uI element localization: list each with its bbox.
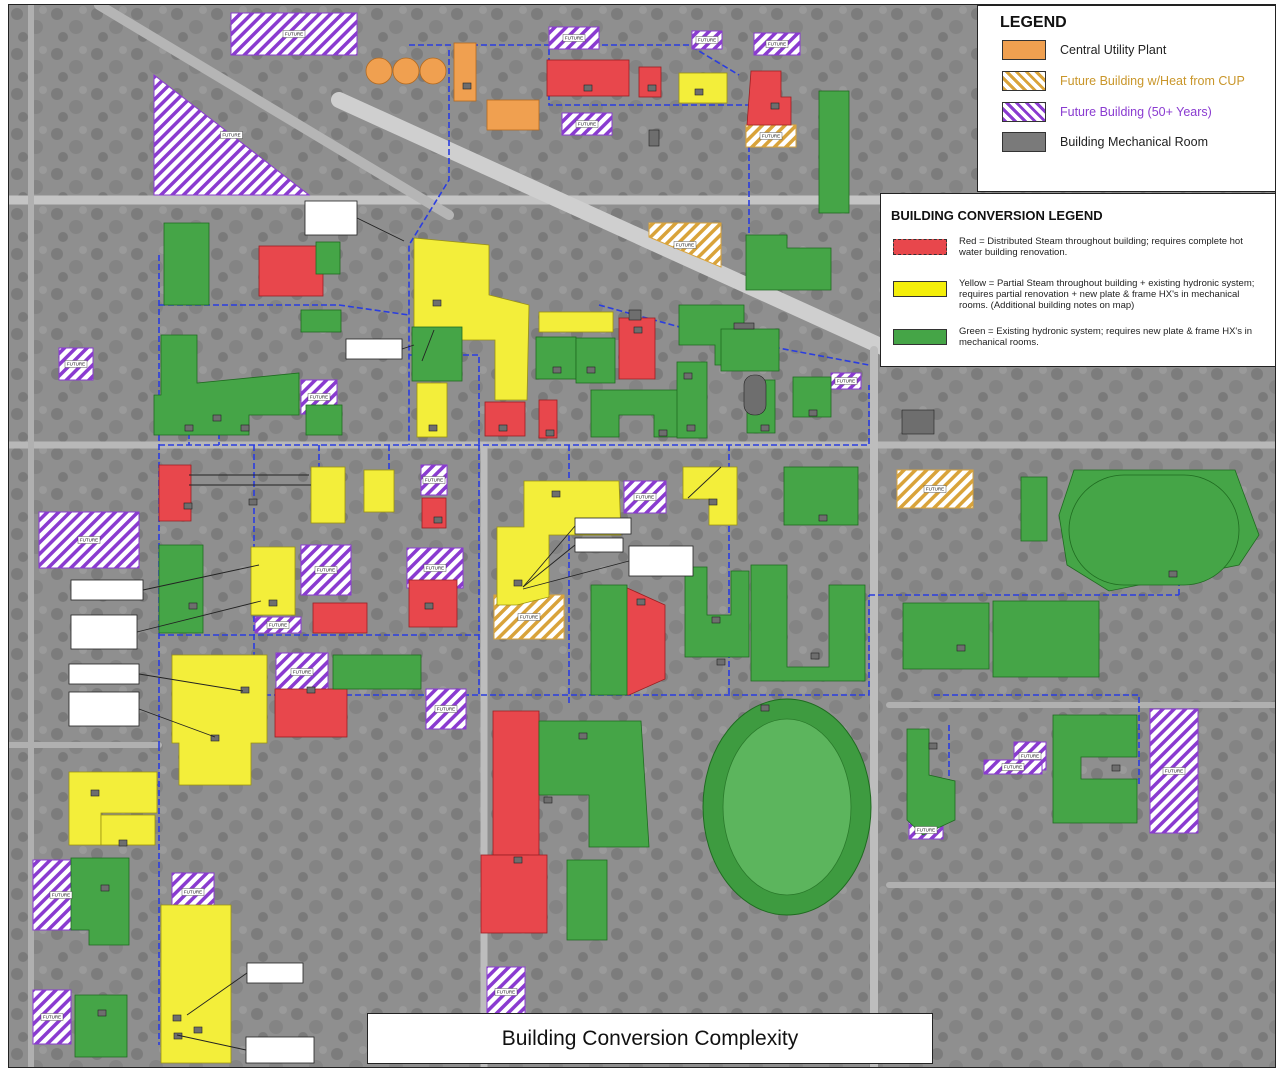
future-tag-label: FUTURE — [425, 478, 443, 483]
legend-item-mechanical-room: Building Mechanical Room — [1002, 132, 1208, 152]
conversion-label: Red = Distributed Steam throughout build… — [959, 236, 1243, 258]
conversion-item-green: Green = Existing hydronic system; requir… — [893, 326, 1267, 348]
future-tag-label: FUTURE — [578, 122, 596, 127]
future-tag-label: FUTURE — [1004, 765, 1022, 770]
future-tag-label: FUTURE — [184, 890, 202, 895]
future-tag-label: FUTURE — [52, 893, 70, 898]
future-tag — [1018, 752, 1042, 760]
future-tag — [307, 393, 331, 401]
future-tag-label: FUTURE — [636, 495, 654, 500]
future-tag — [914, 826, 938, 834]
callout-notes — [68, 200, 694, 1064]
future-tag — [49, 891, 73, 899]
knight-arena-base — [1068, 474, 1240, 586]
future-tag — [517, 613, 541, 621]
conversion-item-red: Red = Distributed Steam throughout build… — [893, 236, 1267, 258]
future-tag-label: FUTURE — [43, 1015, 61, 1020]
conversion-legend-title: BUILDING CONVERSION LEGEND — [891, 208, 1103, 223]
conversion-label: Yellow = Partial Steam throughout buildi… — [959, 278, 1255, 311]
campus-map: FUTURE FUTURE FUTURE FUTURE FUTURE FUTURE FUTU… — [8, 4, 1276, 1068]
future-tag-label: FUTURE — [676, 243, 694, 248]
yellow-buildings — [68, 72, 738, 1064]
legend-label: Future Building w/Heat from CUP — [1060, 74, 1245, 88]
future-tag — [759, 132, 783, 140]
legend-item-future-50-years: Future Building (50+ Years) — [1002, 102, 1212, 122]
legend-label: Building Mechanical Room — [1060, 135, 1208, 149]
future-tag — [575, 120, 599, 128]
future-tag — [423, 564, 447, 572]
future-tag — [64, 360, 88, 368]
gold-hatch-swatch — [1002, 71, 1046, 91]
building-conversion-legend: BUILDING CONVERSION LEGEND Red = Distrib… — [880, 193, 1275, 367]
future-tag-label: FUTURE — [1165, 769, 1183, 774]
future-tag-label: FUTURE — [565, 36, 583, 41]
future-tag-label: FUTURE — [67, 362, 85, 367]
future-tag-label: FUTURE — [917, 828, 935, 833]
green-swatch — [893, 329, 947, 345]
future-tag-label: FUTURE — [698, 38, 716, 43]
future-tag — [1001, 763, 1025, 771]
future-tag — [77, 536, 101, 544]
future-tag — [923, 485, 947, 493]
future-tag — [181, 888, 205, 896]
future-tag-label: FUTURE — [293, 670, 311, 675]
future-tag — [765, 40, 789, 48]
future-tag — [422, 476, 446, 484]
future-tag — [494, 988, 518, 996]
future-tag — [434, 705, 458, 713]
map-caption: Building Conversion Complexity — [367, 1013, 933, 1064]
conversion-label: Green = Existing hydronic system; requir… — [959, 326, 1253, 348]
legend-label: Central Utility Plant — [1060, 43, 1167, 57]
orange-swatch — [1002, 40, 1046, 60]
future-tag-label: FUTURE — [837, 379, 855, 384]
future-tag-label: FUTURE — [285, 32, 303, 37]
green-buildings — [70, 90, 1260, 1058]
future-tag-label: FUTURE — [269, 623, 287, 628]
purple-hatch-swatch — [1002, 102, 1046, 122]
future-tag — [314, 566, 338, 574]
red-buildings — [158, 59, 792, 934]
future-tag — [220, 131, 243, 139]
future-tag-label: FUTURE — [497, 990, 515, 995]
future-tag-label: FUTURE — [926, 487, 944, 492]
future-tag-label: FUTURE — [222, 133, 240, 138]
gray-swatch — [1002, 132, 1046, 152]
future-tag — [695, 36, 719, 44]
future-tag — [266, 621, 290, 629]
legend-label: Future Building (50+ Years) — [1060, 105, 1212, 119]
legend-title: LEGEND — [1000, 14, 1067, 31]
future-tag — [1162, 767, 1186, 775]
future-tag — [562, 34, 586, 42]
mechanical-rooms — [90, 82, 1178, 1040]
future-tag-label: FUTURE — [768, 42, 786, 47]
future-tag — [290, 668, 314, 676]
future-tag-label: FUTURE — [317, 568, 335, 573]
future-tag-label: FUTURE — [762, 134, 780, 139]
athletic-fields — [702, 474, 1240, 916]
future-tag — [633, 493, 657, 501]
future-tag-label: FUTURE — [520, 615, 538, 620]
future-tag-label: FUTURE — [80, 538, 98, 543]
red-swatch — [893, 239, 947, 255]
future-tag-label: FUTURE — [1021, 754, 1039, 759]
future-tag-label: FUTURE — [426, 566, 444, 571]
conversion-item-yellow: Yellow = Partial Steam throughout buildi… — [893, 278, 1267, 311]
callout-leaders — [136, 217, 722, 1051]
future-tag — [40, 1013, 64, 1021]
future-tag — [282, 30, 306, 38]
future-tag-label: FUTURE — [437, 707, 455, 712]
future-tag-label: FUTURE — [310, 395, 328, 400]
legend-item-future-cup: Future Building w/Heat from CUP — [1002, 71, 1245, 91]
caption-text: Building Conversion Complexity — [501, 1026, 799, 1050]
yellow-swatch — [893, 281, 947, 297]
map-legend: LEGEND Central Utility Plant Future Buil… — [977, 5, 1275, 192]
future-tag — [673, 241, 697, 249]
legend-item-central-utility-plant: Central Utility Plant — [1002, 40, 1166, 60]
future-tag — [834, 377, 858, 385]
